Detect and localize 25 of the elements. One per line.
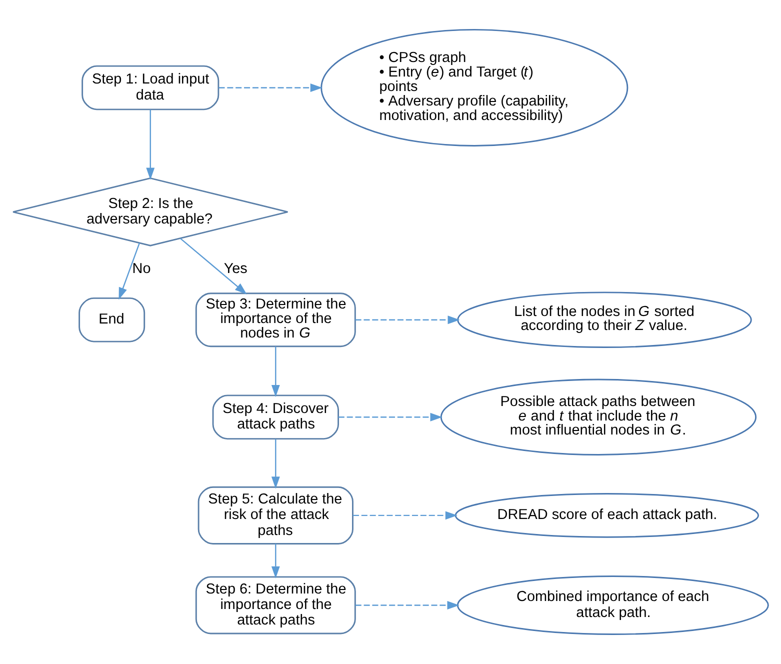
node-box: Step 3: Determine the importance of the nodes in G bbox=[195, 292, 356, 348]
arrow bbox=[271, 544, 280, 578]
node-ellipse: Possible attack paths between e and t that include the n most influential nodes in G. bbox=[440, 378, 757, 456]
arrow bbox=[355, 316, 460, 324]
arrow bbox=[355, 601, 460, 610]
arrow bbox=[352, 511, 458, 520]
arrow bbox=[146, 110, 155, 180]
node-box: Step 4: Discover attack paths bbox=[212, 394, 340, 440]
node-box: Step 5: Calculate the risk of the attack paths bbox=[198, 486, 354, 544]
node-ellipse: DREAD score of each attack path. bbox=[454, 493, 759, 538]
node-box: End bbox=[78, 297, 146, 342]
node-box: Step 6: Determine the importance of the attack paths bbox=[195, 576, 356, 634]
node-ellipse: List of the nodes in G sorted according to their Z value. bbox=[457, 292, 752, 348]
arrow bbox=[118, 242, 140, 300]
edge-label: No bbox=[132, 260, 151, 277]
node-ellipse: • CPSs graph • Entry (e) and Target (t) points • Adversary profile (capability, motivation, and accessibility) bbox=[320, 28, 628, 146]
arrow bbox=[271, 439, 280, 489]
arrow bbox=[180, 238, 247, 294]
arrow bbox=[218, 84, 322, 92]
arrow bbox=[338, 412, 442, 422]
node-box: Step 1: Load input data bbox=[82, 65, 220, 110]
arrow bbox=[271, 346, 280, 398]
node-ellipse: Combined importance of each attack path. bbox=[456, 576, 769, 635]
node-diamond: Step 2: Is the adversary capable? bbox=[12, 177, 288, 246]
edge-label: Yes bbox=[224, 260, 248, 277]
